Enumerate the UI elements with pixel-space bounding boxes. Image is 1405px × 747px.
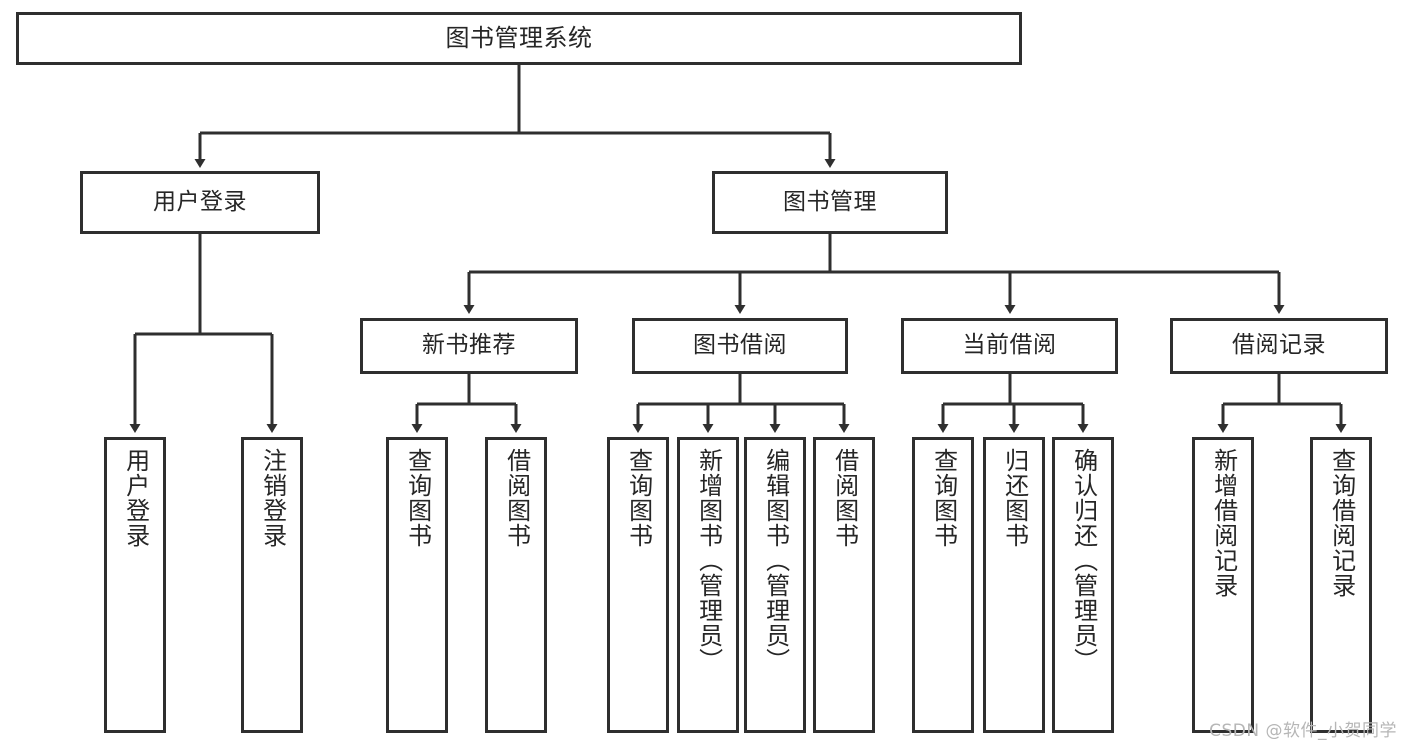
leaf-confirm-return-admin-label: 确认归还（管理员） [1069,448,1098,673]
leaf-borrow-book-newbook-label: 借阅图书 [502,448,531,548]
leaf-add-book-admin[interactable]: 新增图书（管理员） [677,437,739,733]
node-book-management-label: 图书管理 [783,188,877,215]
leaf-return-book[interactable]: 归还图书 [983,437,1045,733]
node-user-login[interactable]: 用户登录 [80,171,320,234]
leaf-query-book-current[interactable]: 查询图书 [912,437,974,733]
leaf-query-borrow-record-label: 查询借阅记录 [1327,448,1356,598]
node-book-management[interactable]: 图书管理 [712,171,948,234]
node-book-borrow[interactable]: 图书借阅 [632,318,848,374]
node-borrow-record-label: 借阅记录 [1232,332,1326,359]
leaf-user-login-label: 用户登录 [121,448,150,548]
node-current-borrow[interactable]: 当前借阅 [901,318,1118,374]
node-user-login-label: 用户登录 [153,188,247,215]
leaf-logout-label: 注销登录 [258,448,287,548]
leaf-query-book-current-label: 查询图书 [929,448,958,548]
leaf-edit-book-admin-label: 编辑图书（管理员） [761,448,790,673]
csdn-watermark: CSDN @软件_小贺同学 [1209,721,1397,741]
leaf-return-book-label: 归还图书 [1000,448,1029,548]
node-root-label: 图书管理系统 [445,24,593,53]
leaf-add-borrow-record-label: 新增借阅记录 [1209,448,1238,598]
node-borrow-record[interactable]: 借阅记录 [1170,318,1388,374]
leaf-confirm-return-admin[interactable]: 确认归还（管理员） [1052,437,1114,733]
node-new-book-recommend[interactable]: 新书推荐 [360,318,578,374]
leaf-logout[interactable]: 注销登录 [241,437,303,733]
leaf-query-book-newbook-label: 查询图书 [403,448,432,548]
leaf-add-borrow-record[interactable]: 新增借阅记录 [1192,437,1254,733]
leaf-borrow-book[interactable]: 借阅图书 [813,437,875,733]
leaf-query-book-newbook[interactable]: 查询图书 [386,437,448,733]
leaf-add-book-admin-label: 新增图书（管理员） [694,448,723,673]
node-current-borrow-label: 当前借阅 [962,332,1057,359]
leaf-query-book-borrow[interactable]: 查询图书 [607,437,669,733]
node-root[interactable]: 图书管理系统 [16,12,1022,65]
leaf-query-book-borrow-label: 查询图书 [624,448,653,548]
leaf-edit-book-admin[interactable]: 编辑图书（管理员） [744,437,806,733]
leaf-user-login[interactable]: 用户登录 [104,437,166,733]
leaf-query-borrow-record[interactable]: 查询借阅记录 [1310,437,1372,733]
leaf-borrow-book-label: 借阅图书 [830,448,859,548]
node-book-borrow-label: 图书借阅 [693,332,787,359]
node-new-book-recommend-label: 新书推荐 [422,332,516,359]
leaf-borrow-book-newbook[interactable]: 借阅图书 [485,437,547,733]
